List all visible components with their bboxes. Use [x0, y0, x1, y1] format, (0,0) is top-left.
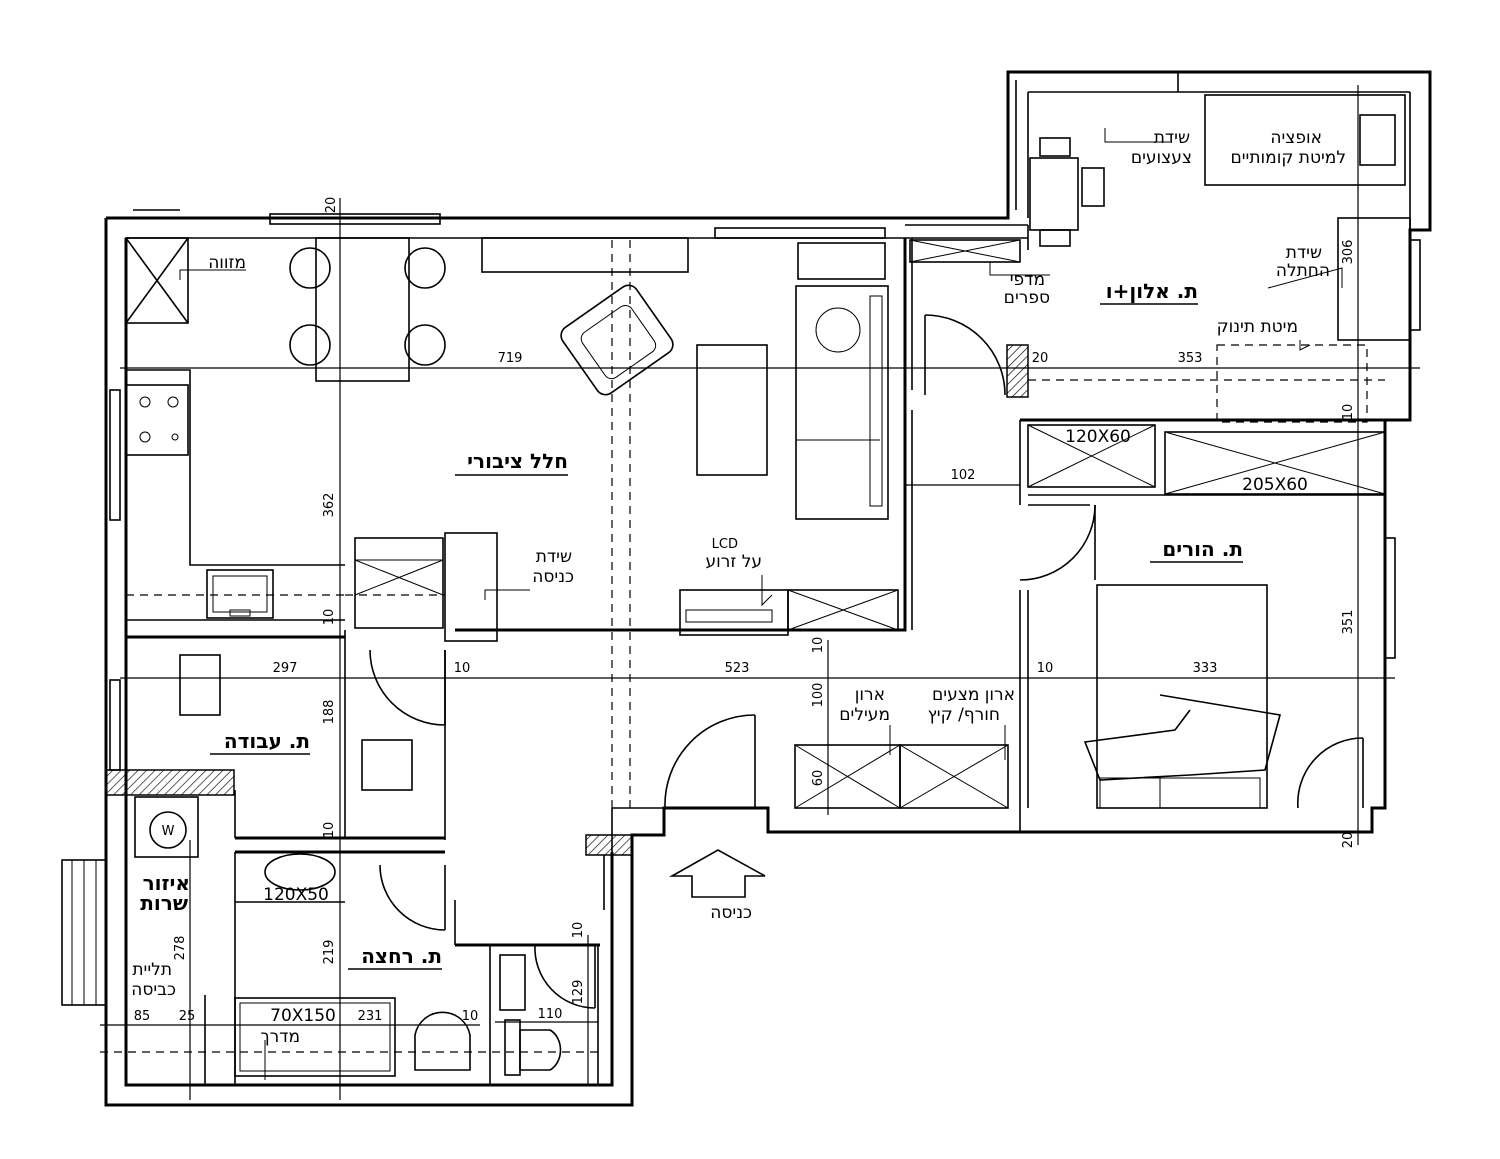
label-option-1: אופציה [1270, 128, 1322, 148]
dim-60: 60 [811, 770, 826, 787]
dim-10-a: 10 [322, 609, 337, 626]
room-label-work: ת. עבודה [224, 729, 310, 753]
dim-10-g: 10 [1037, 661, 1054, 676]
dim-719: 719 [498, 351, 523, 366]
dim-10-e: 10 [571, 922, 586, 939]
dim-188: 188 [322, 700, 337, 725]
room-label-service-2: שרות [140, 891, 188, 915]
label-toy-cabinet-2: צעצועים [1131, 148, 1192, 168]
label-shelves-1: מדפי [1010, 270, 1045, 290]
dim-25: 25 [179, 1009, 196, 1024]
size-bath: 70X150 [270, 1006, 336, 1026]
label-changing-1: שידת [1286, 243, 1322, 263]
size-sink: 120X50 [263, 885, 329, 905]
dim-297: 297 [273, 661, 298, 676]
dim-100: 100 [811, 683, 826, 708]
dimension-lines [100, 85, 1420, 1100]
label-lcd-1: LCD [712, 537, 738, 552]
label-coat-closet-2: מעילים [839, 705, 890, 725]
label-bedding-closet-2: חורף/ קיץ [928, 705, 1000, 725]
dim-10-c: 10 [322, 822, 337, 839]
dim-129: 129 [571, 980, 586, 1005]
dim-20-b: 20 [1032, 351, 1049, 366]
dim-333: 333 [1193, 661, 1218, 676]
dim-231: 231 [358, 1009, 383, 1024]
dim-10-d: 10 [462, 1009, 479, 1024]
room-label-bathroom: ת. רחצה [361, 944, 442, 968]
label-laundry-1: תליית [132, 960, 172, 980]
column-hatch [1006, 344, 1029, 398]
doors [369, 314, 1364, 1009]
dim-351: 351 [1341, 610, 1356, 635]
dim-10-h: 10 [811, 637, 826, 654]
label-entry-cabinet-1: שידת [536, 547, 572, 567]
dim-20-top: 20 [324, 197, 339, 214]
entrance-arrow-icon [668, 849, 766, 898]
dim-85: 85 [134, 1009, 151, 1024]
washer-icon: W [162, 824, 175, 839]
label-lcd-2: על זרוע [706, 552, 762, 572]
dim-523: 523 [725, 661, 750, 676]
dim-278: 278 [173, 936, 188, 961]
label-shelves-2: ספרים [1004, 288, 1050, 308]
interior-walls [126, 224, 1385, 1085]
label-bedding-closet-1: ארון מצעים [932, 685, 1015, 705]
column-hatch [585, 834, 633, 856]
label-changing-2: החתלה [1276, 261, 1330, 281]
label-baby-bed: מיטת תינוק [1217, 317, 1298, 337]
dim-102: 102 [951, 468, 976, 483]
label-option-2: למיטת קומותיים [1230, 148, 1346, 168]
label-pantry: מזווה [208, 253, 246, 273]
label-toy-cabinet-1: שידת [1154, 128, 1190, 148]
dim-306: 306 [1341, 240, 1356, 265]
leader-lines [179, 128, 1343, 1080]
dim-362: 362 [322, 493, 337, 518]
room-label-alon: ת. אלון+ו [1106, 279, 1198, 303]
size-wardrobe-large: 205X60 [1242, 475, 1308, 495]
dim-10-f: 10 [1341, 404, 1356, 421]
label-coat-closet-1: ארון [855, 685, 885, 705]
room-label-public-space: חלל ציבורי [467, 449, 568, 473]
room-label-service-1: איזור [143, 871, 190, 895]
dim-110: 110 [538, 1007, 563, 1022]
furniture [61, 94, 1411, 1077]
dim-20-c: 20 [1341, 832, 1356, 849]
outer-walls [104, 70, 1432, 1107]
dim-10-b: 10 [454, 661, 471, 676]
dim-219: 219 [322, 940, 337, 965]
label-entry-cabinet-2: כניסה [532, 567, 574, 587]
label-entrance: כניסה [710, 903, 752, 923]
dim-353: 353 [1178, 351, 1203, 366]
label-step: מדרך [260, 1027, 300, 1047]
column-hatch [105, 769, 235, 796]
size-wardrobe-small: 120X60 [1065, 427, 1131, 447]
room-label-parents: ת. הורים [1162, 537, 1243, 561]
label-laundry-2: כביסה [131, 980, 176, 1000]
